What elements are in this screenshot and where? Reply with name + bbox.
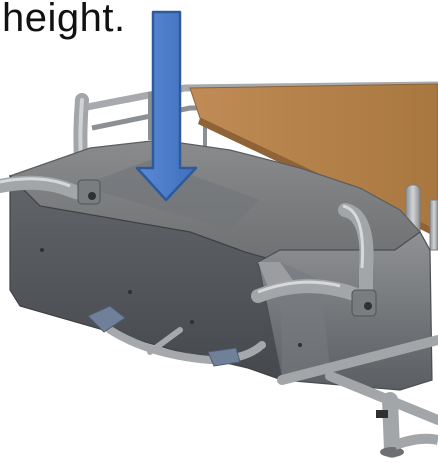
down-arrow-icon (135, 10, 198, 202)
foot-pedal (87, 305, 266, 367)
caption-text: height. (2, 0, 126, 40)
lower-frame (277, 335, 438, 458)
